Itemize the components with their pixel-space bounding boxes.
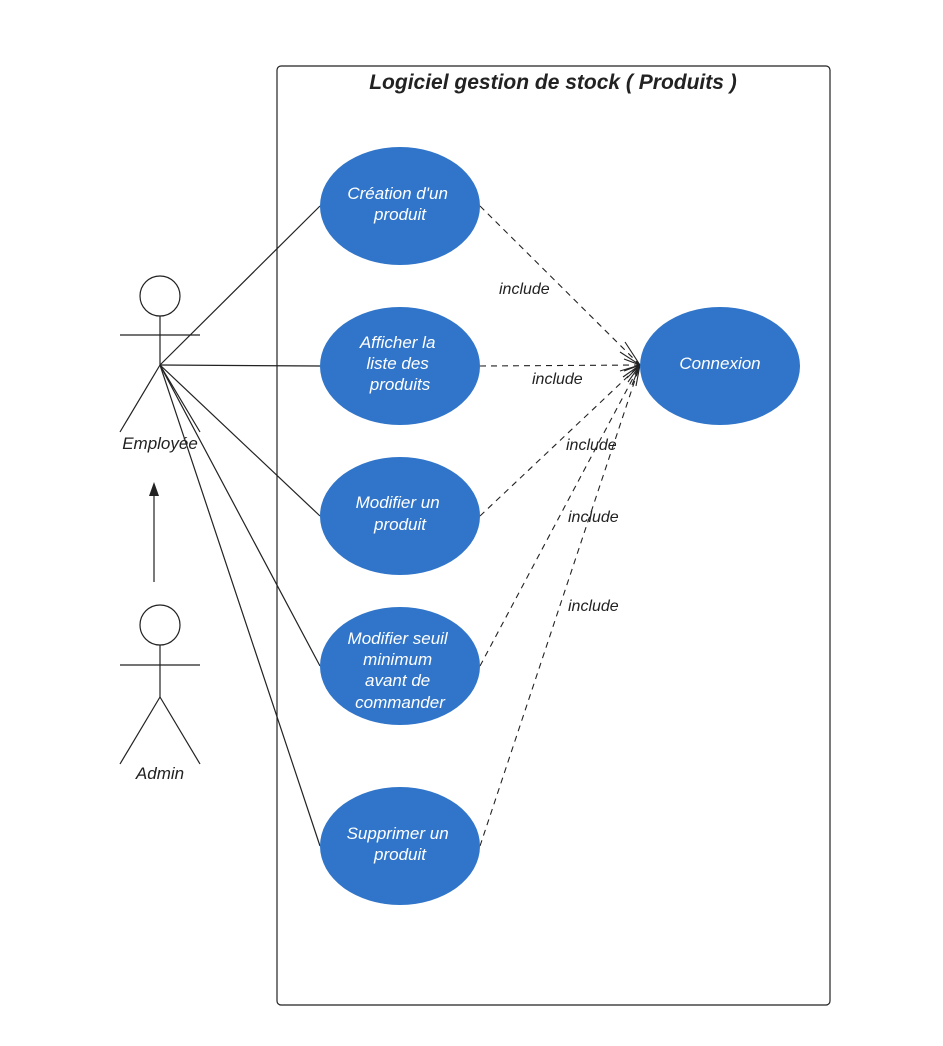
system-title: Logiciel gestion de stock ( Produits ) [369, 71, 737, 94]
include-label-seuil: include [568, 509, 619, 526]
system-boundary [276, 65, 831, 1006]
include-line-afficher [479, 364, 641, 367]
include-label-modifier: include [566, 437, 617, 454]
actor-employee-head [139, 275, 181, 317]
generalization-arrow [149, 482, 159, 582]
use-case-seuil[interactable]: Modifier seuil minimum avant de commande… [320, 607, 480, 725]
actor-employee-label: Employée [122, 434, 198, 453]
actor-admin-label: Admin [135, 764, 184, 783]
association-modifier [159, 364, 321, 517]
actor-admin[interactable] [119, 604, 201, 765]
svg-text:Afficher la liste des: Afficher la liste des produits [359, 333, 440, 394]
include-label-creation: include [499, 281, 550, 298]
include-label-supprimer: include [568, 598, 619, 615]
use-case-modifier[interactable]: Modifier un produit [320, 457, 480, 575]
use-case-afficher[interactable]: Afficher la liste des produits [320, 307, 480, 425]
association-supprimer [159, 364, 321, 847]
association-afficher [159, 364, 321, 367]
association-creation [159, 205, 321, 366]
actor-employee[interactable] [119, 275, 201, 433]
use-case-creation[interactable]: Création d'un produit [320, 147, 480, 265]
include-line-supprimer [479, 364, 641, 847]
include-line-seuil [479, 364, 641, 667]
include-label-afficher: include [532, 371, 583, 388]
actor-admin-head [139, 604, 181, 646]
svg-text:Supprimer un produit: Supprimer un produit [347, 824, 454, 864]
association-seuil [159, 364, 321, 667]
include-lines [479, 205, 642, 847]
use-case-connexion[interactable]: Connexion [640, 307, 800, 425]
use-case-supprimer[interactable]: Supprimer un produit [320, 787, 480, 905]
svg-text:Connexion: Connexion [679, 354, 760, 373]
svg-text:Modifier seuil minimum: Modifier seuil minimum avant de commande… [348, 629, 453, 712]
include-arrowheads [619, 341, 642, 387]
association-lines [159, 205, 321, 847]
svg-text:Modifier un produit: Modifier un produit [356, 493, 445, 534]
include-line-modifier [479, 364, 641, 517]
svg-text:Création d'un produit: Création d'un produit [347, 184, 452, 224]
include-line-creation [479, 205, 641, 366]
